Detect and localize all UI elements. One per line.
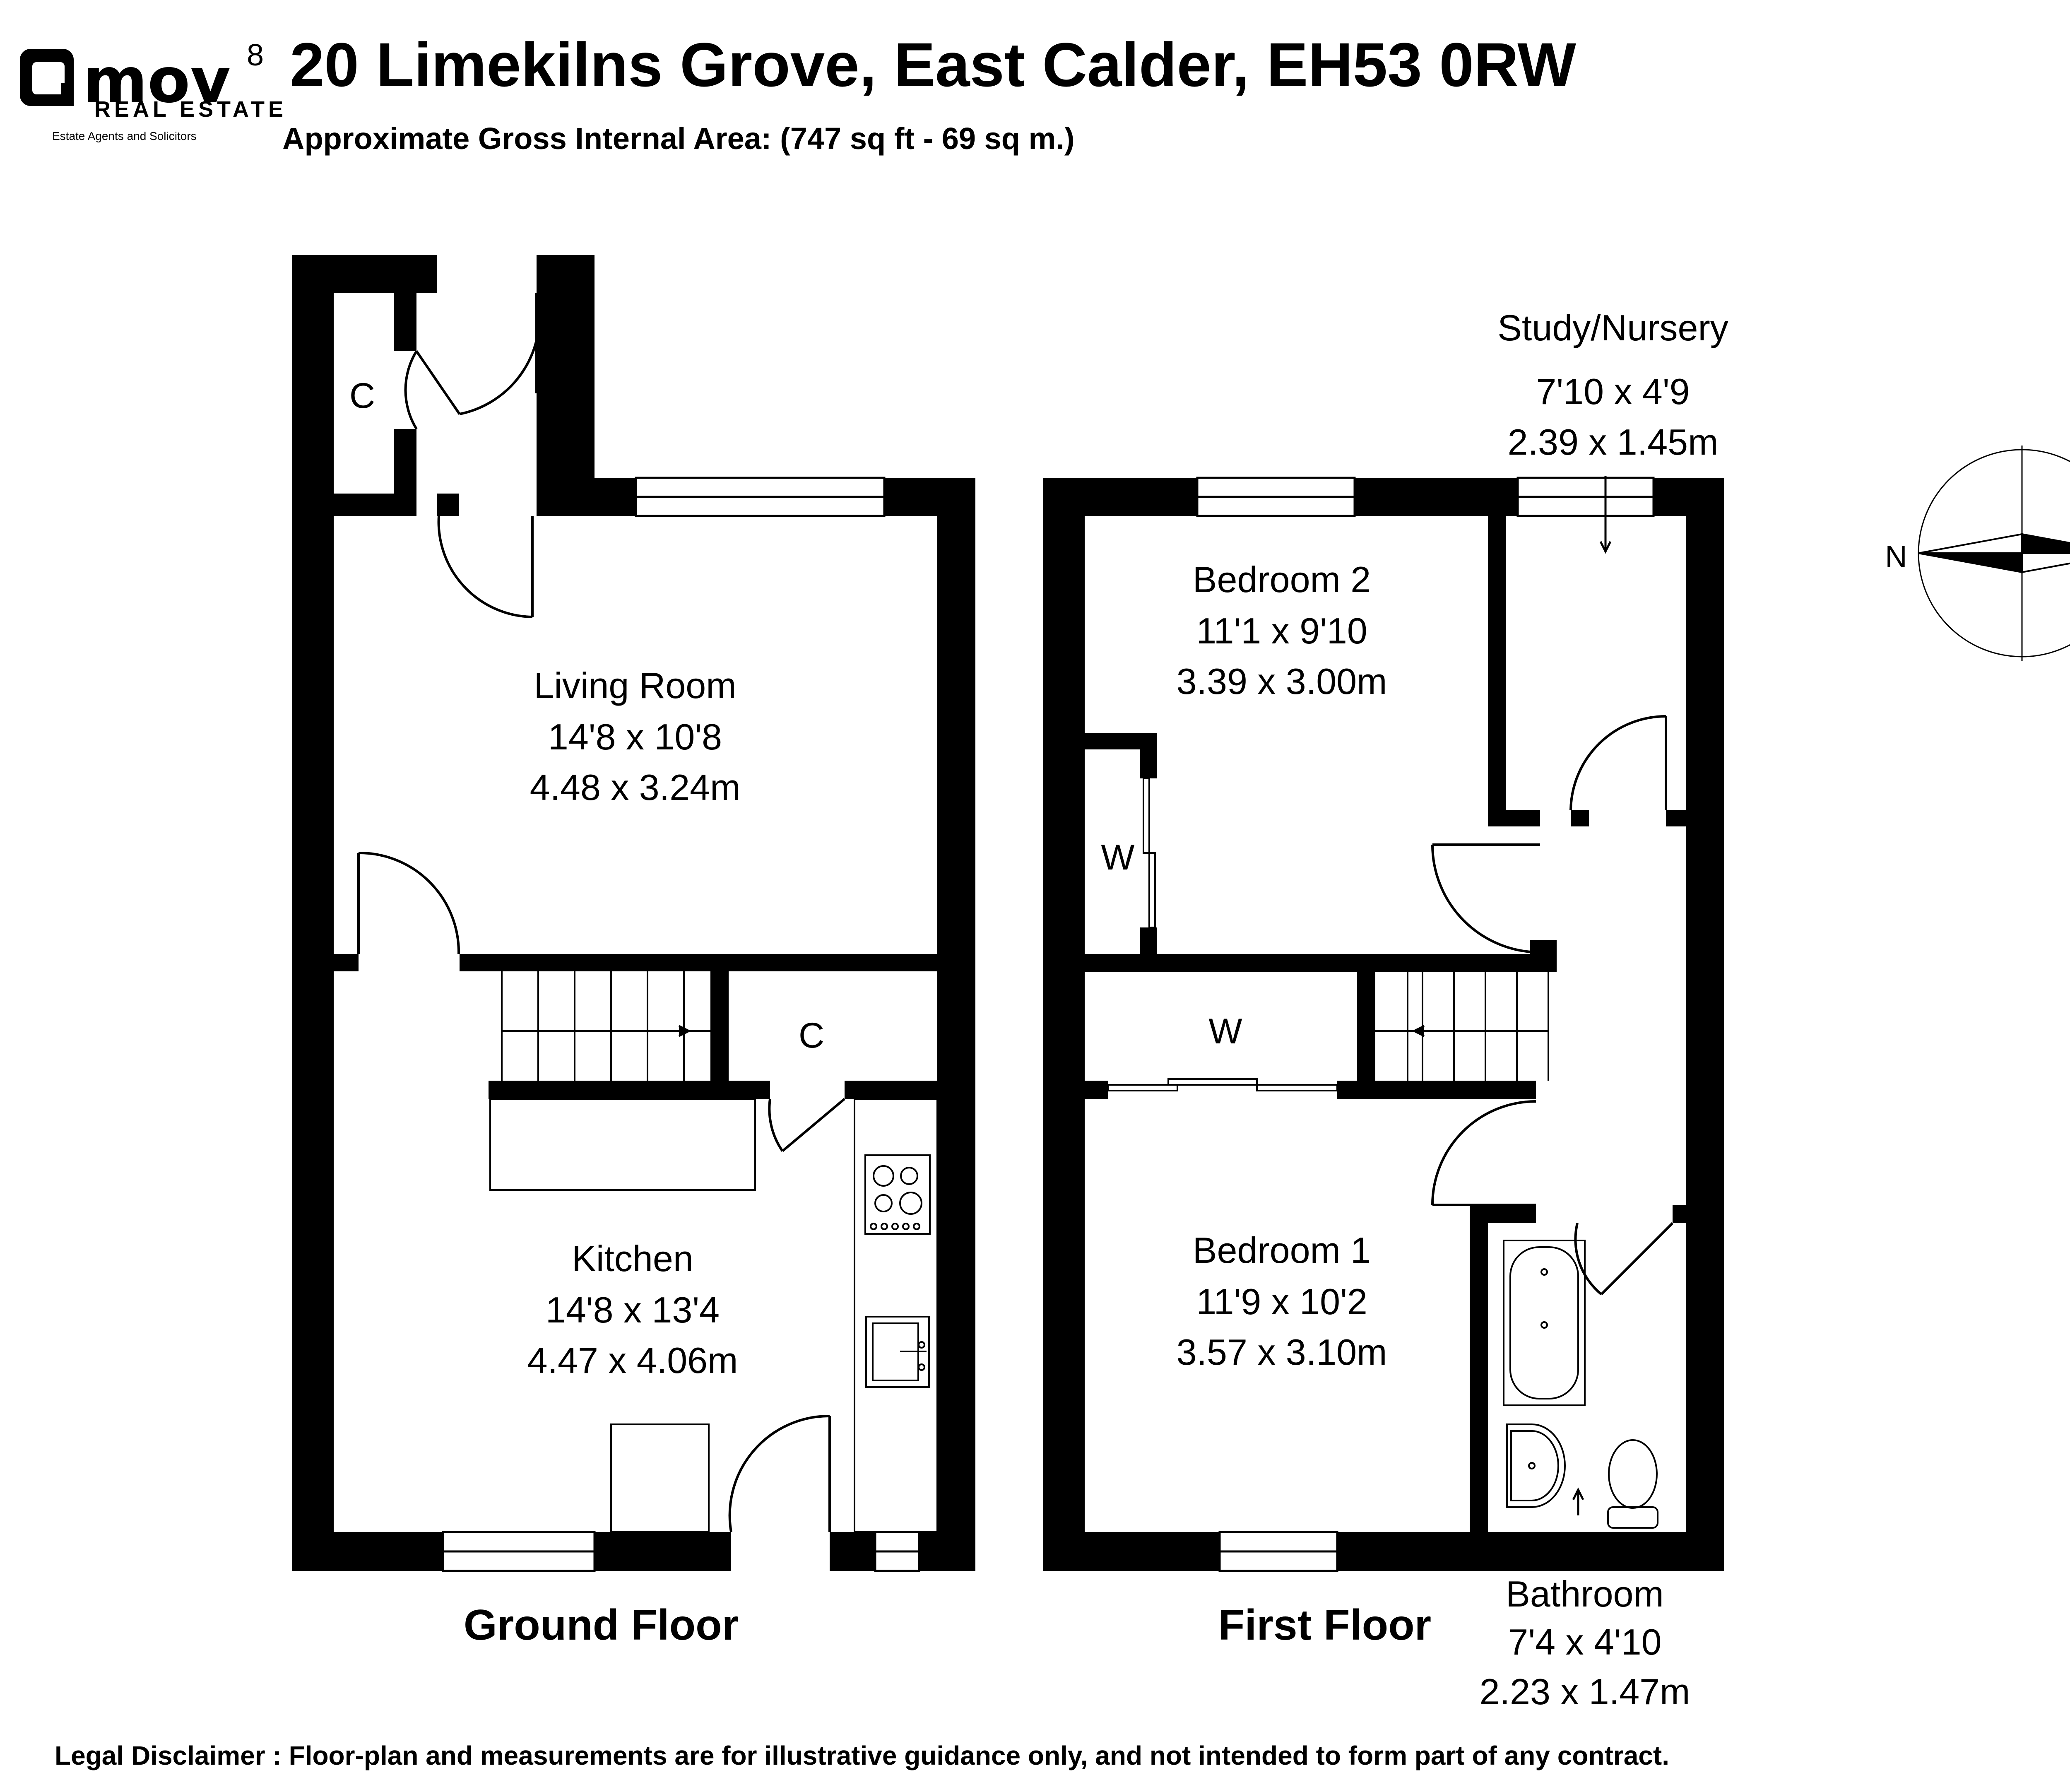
room-dimensions-imperial: 7'4 x 4'10 xyxy=(1508,1621,1661,1662)
room-dimensions-metric: 2.39 x 1.45m xyxy=(1508,422,1719,462)
cupboard-label: C xyxy=(349,376,375,416)
stairs-arrow-icon xyxy=(1412,1025,1445,1037)
washbasin-icon xyxy=(1506,1423,1566,1508)
room-dimensions-imperial: 11'9 x 10'2 xyxy=(1196,1281,1367,1322)
room-name: Study/Nursery xyxy=(1497,307,1728,348)
logo-subline: REAL ESTATE xyxy=(94,97,287,122)
bathtub-icon xyxy=(1503,1240,1586,1406)
wardrobe-label: W xyxy=(1208,1012,1242,1051)
room-name: Bedroom 2 xyxy=(1193,559,1371,600)
room-dimensions-metric: 3.57 x 3.10m xyxy=(1177,1332,1387,1373)
ground-floor-label: Ground Floor xyxy=(464,1601,739,1649)
ground-floor-walls xyxy=(292,255,975,1571)
logo-name: mov xyxy=(83,45,231,117)
room-dimensions-metric: 3.39 x 3.00m xyxy=(1177,661,1387,702)
first-floor-staircase xyxy=(1375,972,1549,1081)
first-floor-windows xyxy=(1196,477,1655,1572)
bedroom-2-label: Bedroom 2 11'1 x 9'10 3.39 x 3.00m xyxy=(1177,559,1387,702)
wardrobe-sliding-doors xyxy=(1107,778,1338,1091)
page-subtitle: Approximate Gross Internal Area: (747 sq… xyxy=(282,121,1075,156)
room-dimensions-imperial: 14'8 x 10'8 xyxy=(548,716,722,757)
room-dimensions-metric: 4.48 x 3.24m xyxy=(530,767,741,808)
room-dimensions-metric: 4.47 x 4.06m xyxy=(527,1340,738,1381)
toilet-icon xyxy=(1607,1439,1658,1529)
bathroom-label: Bathroom 7'4 x 4'10 2.23 x 1.47m xyxy=(1480,1573,1690,1712)
logo-mark-icon xyxy=(20,49,74,106)
kitchen-fixtures xyxy=(489,1098,938,1533)
room-dimensions-imperial: 11'1 x 9'10 xyxy=(1196,610,1367,651)
compass-north-label: N xyxy=(1885,540,1907,574)
wardrobe-label: W xyxy=(1101,838,1134,877)
room-name: Bathroom xyxy=(1506,1573,1664,1614)
room-dimensions-imperial: 7'10 x 4'9 xyxy=(1536,371,1690,412)
room-dimensions-imperial: 14'8 x 13'4 xyxy=(546,1289,720,1330)
ground-floor-plan: C C Living Room 14'8 x 10'8 4.48 x 3.24m… xyxy=(292,255,975,1649)
legal-disclaimer: Legal Disclaimer : Floor-plan and measur… xyxy=(55,1741,1669,1770)
entry-arrow-icon xyxy=(1572,1487,1584,1515)
entry-arrow-icon xyxy=(1599,476,1612,554)
room-dimensions-metric: 2.23 x 1.47m xyxy=(1480,1671,1690,1712)
cupboard-label: C xyxy=(799,1016,824,1055)
hob-icon xyxy=(864,1154,931,1235)
page-title: 20 Limekilns Grove, East Calder, EH53 0R… xyxy=(290,30,1576,99)
compass-rose-icon: N xyxy=(1885,446,2070,661)
logo-tagline: Estate Agents and Solicitors xyxy=(52,130,197,142)
ground-floor-windows xyxy=(442,477,920,1572)
first-floor-label: First Floor xyxy=(1218,1601,1431,1649)
kitchen-label: Kitchen 14'8 x 13'4 4.47 x 4.06m xyxy=(527,1238,738,1381)
first-floor-doors xyxy=(1431,715,1674,1296)
bedroom-1-label: Bedroom 1 11'9 x 10'2 3.57 x 3.10m xyxy=(1177,1230,1387,1373)
kitchen-sink-icon xyxy=(865,1316,930,1388)
study-nursery-label: Study/Nursery 7'10 x 4'9 2.39 x 1.45m xyxy=(1497,307,1728,462)
logo-superscript: 8 xyxy=(247,38,264,72)
first-floor-plan: W W Bedroom 2 11'1 x 9'10 3.39 x 3.00m B… xyxy=(1043,307,1728,1712)
room-name: Bedroom 1 xyxy=(1193,1230,1371,1271)
room-name: Kitchen xyxy=(572,1238,693,1279)
ground-floor-doors xyxy=(357,293,845,1532)
brand-logo: mov 8 REAL ESTATE Estate Agents and Soli… xyxy=(20,38,287,142)
first-floor-walls xyxy=(1043,478,1724,1571)
room-name: Living Room xyxy=(534,665,736,706)
stairs-arrow-icon xyxy=(658,1025,691,1037)
living-room-label: Living Room 14'8 x 10'8 4.48 x 3.24m xyxy=(530,665,741,808)
